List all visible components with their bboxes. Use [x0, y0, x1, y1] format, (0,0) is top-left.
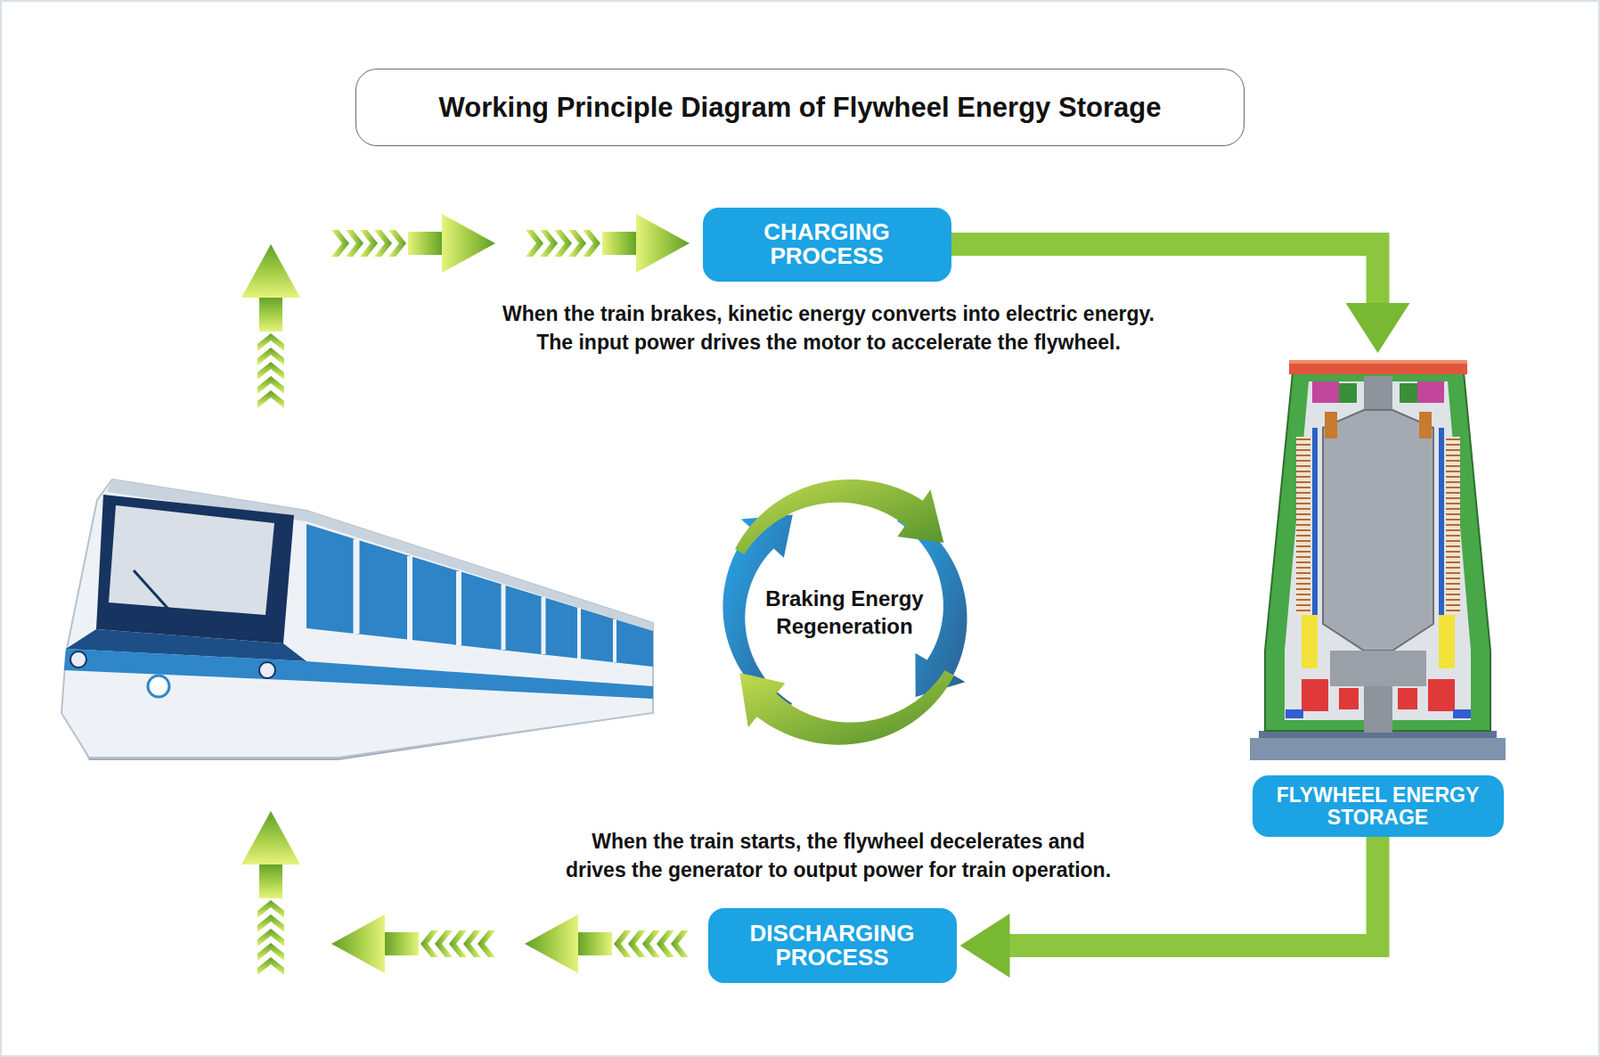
lower-bearing: [1301, 678, 1329, 711]
stator-coil: [1445, 436, 1461, 615]
storage-label-box: FLYWHEEL ENERGY STORAGE: [1252, 775, 1504, 837]
train-pillar: [407, 555, 413, 640]
cycle-caption: Braking Energy Regeneration: [751, 584, 939, 640]
base-plate: [1249, 737, 1506, 760]
flow-arrow: [1008, 836, 1379, 946]
vacuum-chamber: [1284, 381, 1471, 720]
node-text: Braking Energy Regeneration: [751, 584, 939, 640]
cycle-arrows: [688, 460, 1001, 764]
node-text: FLYWHEEL ENERGY STORAGE: [1261, 783, 1495, 827]
train-pillar: [456, 571, 462, 645]
sensor: [1453, 709, 1471, 719]
magnet: [1399, 383, 1418, 403]
cycle-arrow: [734, 479, 944, 555]
magnet: [1338, 383, 1357, 403]
flywheel-illustration: [1249, 359, 1506, 760]
flow-arrow-left: [524, 914, 689, 973]
train-headlight: [70, 651, 87, 668]
sensor: [1285, 709, 1304, 719]
flow-arrow: [951, 244, 1379, 305]
upper-bearing: [1417, 381, 1445, 403]
top-cover-edge: [1289, 359, 1468, 364]
train-stripe: [64, 648, 654, 699]
train-illustration: [61, 479, 654, 760]
flow-arrow-right: [525, 213, 690, 273]
flow-arrow-right: [331, 213, 496, 273]
title-text: Working Principle Diagram of Flywheel En…: [439, 91, 1162, 124]
train-window-band: [306, 523, 654, 667]
train-pillar: [577, 607, 581, 659]
motor-winding: [1301, 614, 1318, 669]
lower-bearing: [1338, 687, 1359, 710]
train-pillar: [501, 584, 507, 650]
cycle-circle: Braking Energy Regeneration: [688, 460, 1001, 764]
node-text: CHARGING PROCESS: [719, 220, 934, 270]
description-text: When the train brakes, kinetic energy co…: [409, 299, 1248, 357]
train-pillar: [353, 538, 360, 634]
storage-unit: FLYWHEEL ENERGY STORAGE: [1249, 356, 1506, 837]
top-cover: [1289, 359, 1468, 375]
flow-arrow-left: [331, 914, 496, 973]
train-logo: [147, 675, 170, 697]
rotor-hub: [1419, 411, 1432, 439]
process-box: CHARGING PROCESS: [702, 207, 952, 282]
node-text: DISCHARGING PROCESS: [725, 921, 939, 971]
stator-coil: [1296, 436, 1311, 615]
train-body: [61, 479, 654, 758]
rotor: [1322, 409, 1434, 651]
flow-arrow-up: [241, 244, 301, 409]
train-pillar: [612, 619, 617, 662]
train-windshield: [108, 505, 275, 615]
housing: [1265, 372, 1491, 731]
lower-bearing: [1428, 678, 1455, 711]
stator-bar: [1438, 427, 1445, 633]
motor-rotor: [1330, 650, 1427, 686]
train-headlight: [259, 661, 276, 678]
cycle-arrow: [739, 669, 955, 745]
train-wiper: [133, 570, 174, 615]
motor-winding: [1438, 614, 1455, 669]
description-text: When the train starts, the flywheel dece…: [490, 826, 1186, 884]
lower-bearing: [1397, 687, 1418, 710]
title-box: Working Principle Diagram of Flywheel En…: [355, 68, 1245, 147]
train-pillar: [541, 596, 547, 654]
stator-bar: [1312, 427, 1318, 633]
train-windshield-frame: [96, 494, 294, 644]
rotor-hub: [1324, 411, 1338, 439]
upper-bearing: [1312, 381, 1339, 403]
flow-arrow-up: [241, 810, 301, 975]
process-box: DISCHARGING PROCESS: [708, 907, 957, 983]
